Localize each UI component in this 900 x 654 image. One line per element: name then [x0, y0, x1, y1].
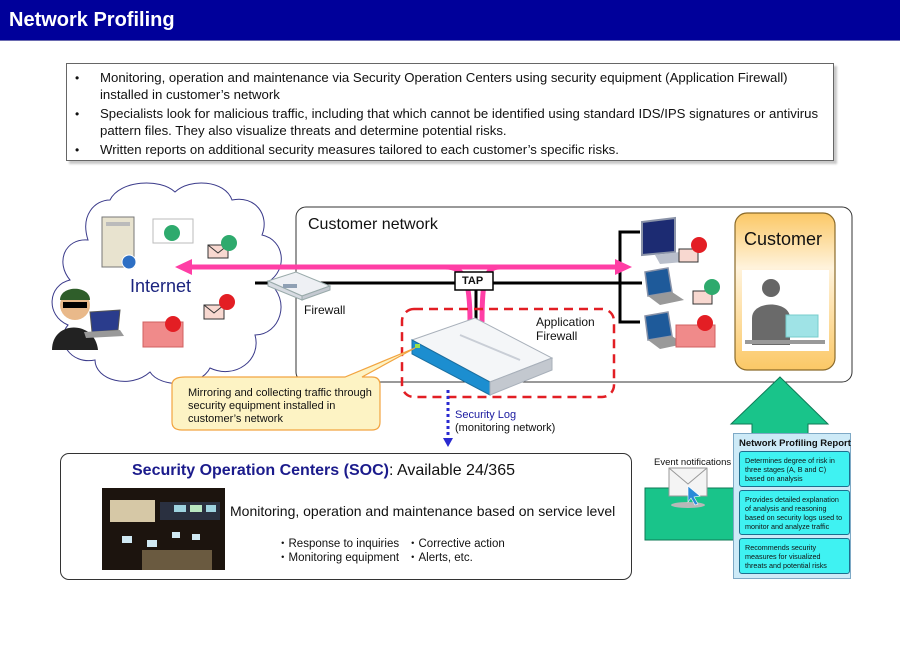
tap-label: TAP — [462, 275, 484, 287]
soc-photo — [102, 488, 225, 570]
soc-service-item: ・Corrective action — [407, 538, 505, 550]
summary-text: Written reports on additional security m… — [100, 142, 619, 157]
callout-bubble — [171, 347, 416, 431]
bullet-icon: • — [75, 143, 80, 157]
report-item: Determines degree of risk in three stage… — [739, 451, 850, 487]
soc-subtitle: Monitoring, operation and maintenance ba… — [230, 503, 616, 519]
callout-text: Mirroring and collecting traffic through… — [188, 387, 372, 425]
lan-branch — [618, 230, 640, 324]
envelope-icon — [668, 467, 708, 508]
customer-network-label: Customer network — [308, 216, 438, 233]
safe-window-icon — [152, 218, 194, 244]
summary-box: • Monitoring, operation and maintenance … — [66, 63, 834, 161]
security-log-label: Security Log — [455, 409, 517, 421]
malicious-window-icon — [142, 316, 184, 348]
report-title: Network Profiling Report — [739, 438, 851, 449]
report-item: Provides detailed explanation of analysi… — [739, 490, 850, 535]
soc-service-item: ・Monitoring equipment — [277, 552, 400, 564]
soc-service-item: ・Response to inquiries — [277, 538, 400, 550]
report-item: Recommends security measures for visuali… — [739, 538, 850, 574]
report-upload-arrow — [729, 376, 830, 435]
network-profiling-report: Network Profiling Report Determines degr… — [733, 433, 851, 579]
malicious-mail-icon — [203, 294, 235, 320]
soc-services: ・Response to inquiries ・Corrective actio… — [277, 537, 517, 565]
laptop-icon — [644, 267, 720, 305]
bullet-icon: • — [75, 71, 80, 85]
customer-operator-icon — [745, 279, 825, 345]
customer-label: Customer — [744, 229, 823, 249]
summary-text: Monitoring, operation and maintenance vi… — [100, 70, 788, 102]
soc-room-image — [102, 488, 225, 570]
soc-service-item: ・Alerts, etc. — [407, 552, 473, 564]
soc-title-rest: : Available 24/365 — [388, 462, 515, 479]
app-firewall-label-line1: Application — [536, 315, 595, 329]
internet-label: Internet — [130, 276, 192, 296]
page-title: Network Profiling — [9, 9, 175, 31]
security-log-sublabel: (monitoring network) — [455, 422, 556, 434]
firewall-label: Firewall — [304, 303, 346, 317]
summary-text: Specialists look for malicious traffic, … — [100, 106, 819, 138]
app-firewall-label: Application Firewall — [536, 315, 595, 343]
hacker-icon — [52, 288, 124, 350]
event-notifications-label: Event notifications — [654, 457, 732, 468]
summary-item: • Specialists look for malicious traffic… — [75, 106, 823, 139]
arrow-right-icon — [615, 259, 632, 275]
server-icon — [101, 216, 137, 270]
summary-item: • Monitoring, operation and maintenance … — [75, 70, 823, 103]
app-firewall-label-line2: Firewall — [536, 329, 578, 343]
app-firewall-icon — [410, 317, 554, 396]
cursor-icon — [687, 485, 701, 506]
bullet-icon: • — [75, 107, 80, 121]
summary-item: • Written reports on additional security… — [75, 142, 823, 159]
desktop-pc-icon — [641, 216, 707, 264]
safe-mail-icon — [207, 235, 237, 259]
title-bar: Network Profiling — [0, 0, 900, 41]
soc-title: Security Operation Centers (SOC): Availa… — [132, 462, 515, 480]
soc-title-strong: Security Operation Centers (SOC) — [132, 462, 389, 479]
tap-box — [454, 271, 494, 291]
firewall-icon — [266, 271, 332, 301]
arrow-left-icon — [175, 259, 192, 275]
soc-panel: Security Operation Centers (SOC): Availa… — [60, 453, 632, 580]
laptop-icon — [644, 311, 716, 349]
arrow-down-icon — [443, 438, 453, 447]
